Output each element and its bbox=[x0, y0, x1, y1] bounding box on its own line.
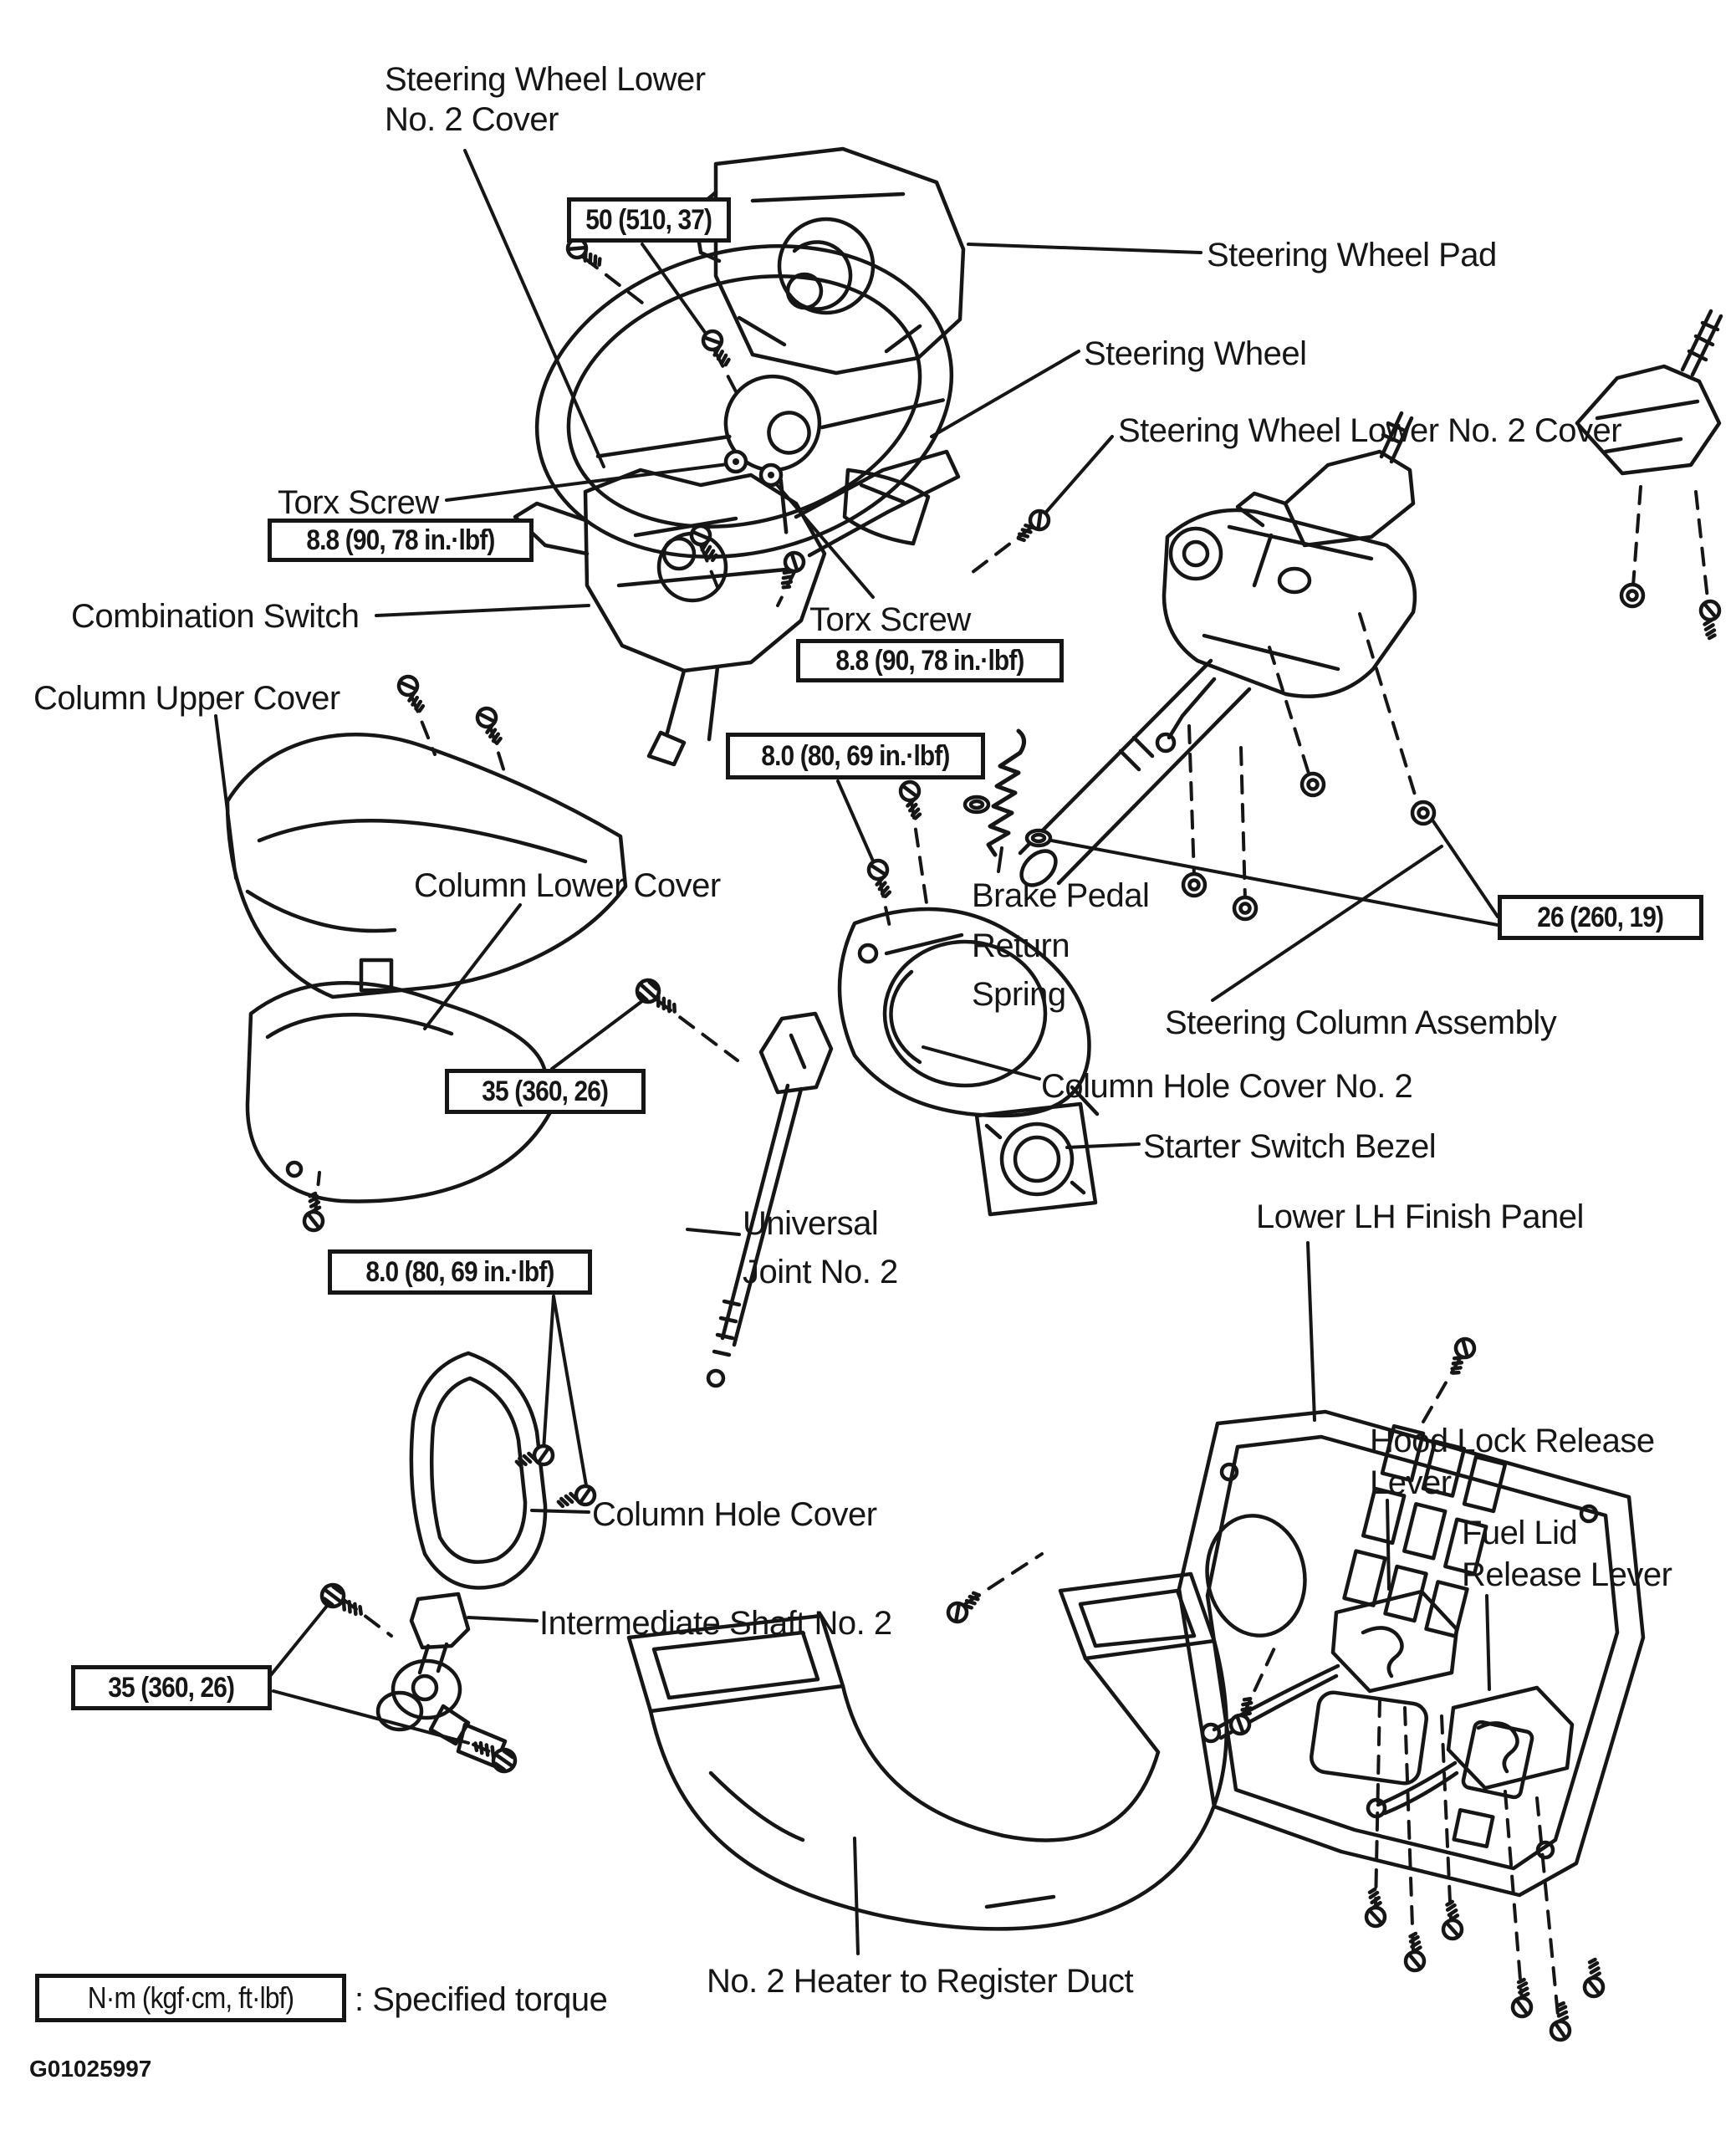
bolt-icon bbox=[318, 1581, 366, 1625]
label-brake-pedal-return-spring-line3: Spring bbox=[972, 976, 1066, 1013]
label-fuel-lid-release-lever-line2: Release Lever bbox=[1462, 1556, 1672, 1593]
label-combination-switch: Combination Switch bbox=[71, 598, 360, 635]
label-lower-lh-finish-panel: Lower LH Finish Panel bbox=[1256, 1198, 1584, 1235]
torque-spec-shaft-bolt-lower-value: 35 (360, 26) bbox=[108, 1671, 236, 1704]
label-no2-heater-to-register-duct: No. 2 Heater to Register Duct bbox=[707, 1963, 1134, 2000]
torque-spec-torx-screw-left-value: 8.8 (90, 78 in.·lbf) bbox=[306, 524, 495, 556]
screw-icon bbox=[1698, 600, 1720, 639]
screw-icon bbox=[1442, 1901, 1463, 1939]
torque-spec-column-nut: 26 (260, 19) bbox=[1498, 895, 1703, 940]
label-column-hole-cover-no2: Column Hole Cover No. 2 bbox=[1041, 1068, 1413, 1105]
screw-icon bbox=[475, 706, 504, 747]
torx-screw-icon bbox=[761, 465, 781, 485]
legend-description: : Specified torque bbox=[355, 1981, 608, 2018]
bolt-icon bbox=[633, 976, 681, 1022]
nut-icon bbox=[1621, 585, 1643, 606]
label-intermediate-shaft-no2: Intermediate Shaft No. 2 bbox=[539, 1605, 892, 1642]
legend-torque-box-value: N·m (kgf·cm, ft·lbf) bbox=[87, 1980, 294, 2015]
torque-spec-shaft-bolt-lower: 35 (360, 26) bbox=[71, 1665, 272, 1710]
label-starter-switch-bezel: Starter Switch Bezel bbox=[1143, 1128, 1437, 1165]
screw-icon bbox=[867, 859, 893, 899]
steering-wheel-lower-no2-cover-drawing bbox=[1575, 309, 1723, 476]
heater-duct-drawing bbox=[626, 1571, 1228, 1931]
screw-icon bbox=[1512, 1979, 1535, 2018]
label-column-hole-cover: Column Hole Cover bbox=[592, 1496, 877, 1533]
label-fuel-lid-release-lever-line1: Fuel Lid bbox=[1462, 1515, 1578, 1551]
screw-icon bbox=[900, 781, 923, 820]
nut-icon bbox=[1302, 774, 1324, 795]
steering-column-assembly-drawing bbox=[1018, 411, 1417, 887]
label-hood-lock-release-lever-line2: Lever bbox=[1370, 1464, 1452, 1501]
torque-spec-cover-screw-upper-value: 8.0 (80, 69 in.·lbf) bbox=[761, 739, 950, 772]
starter-switch-bezel-drawing bbox=[974, 1101, 1098, 1217]
torque-spec-torx-screw-left: 8.8 (90, 78 in.·lbf) bbox=[268, 519, 534, 562]
screw-icon bbox=[945, 1589, 986, 1625]
torque-spec-cover-screw-upper: 8.0 (80, 69 in.·lbf) bbox=[726, 733, 985, 779]
screw-icon bbox=[1012, 508, 1052, 544]
washer-icon bbox=[1027, 830, 1050, 846]
brake-pedal-return-spring-drawing bbox=[986, 728, 1026, 857]
column-lower-cover-drawing bbox=[245, 981, 553, 1203]
combination-switch-drawing bbox=[513, 449, 961, 767]
torque-spec-pad-bolt-value: 50 (510, 37) bbox=[585, 203, 713, 236]
screw-icon bbox=[700, 328, 733, 369]
steering-wheel-pad-drawing bbox=[692, 146, 966, 376]
label-steering-wheel: Steering Wheel bbox=[1084, 335, 1307, 372]
screw-icon bbox=[1228, 1695, 1260, 1736]
washer-icon bbox=[965, 797, 988, 812]
label-column-upper-cover: Column Upper Cover bbox=[33, 680, 340, 717]
label-universal-joint-line2: Joint No. 2 bbox=[743, 1254, 898, 1290]
label-brake-pedal-return-spring-line1: Brake Pedal bbox=[972, 877, 1150, 914]
fuel-lid-release-lever-drawing bbox=[1366, 1685, 1575, 1819]
label-brake-pedal-return-spring-line2: Return bbox=[972, 927, 1070, 964]
torque-spec-shaft-bolt-upper-value: 35 (360, 26) bbox=[482, 1075, 610, 1107]
label-steering-wheel-lower-no2-cover-top-line1: Steering Wheel Lower bbox=[385, 61, 706, 98]
lower-lh-finish-panel-drawing bbox=[1177, 1409, 1646, 1898]
label-universal-joint-line1: Universal bbox=[743, 1205, 879, 1242]
screw-icon bbox=[1584, 1959, 1606, 1997]
torque-spec-cover-screw-lower-value: 8.0 (80, 69 in.·lbf) bbox=[365, 1255, 554, 1288]
label-steering-wheel-lower-no2-cover-right: Steering Wheel Lower No. 2 Cover bbox=[1118, 412, 1622, 449]
leader-lines bbox=[214, 149, 1499, 1955]
label-steering-column-assembly: Steering Column Assembly bbox=[1165, 1004, 1557, 1041]
column-upper-cover-drawing bbox=[225, 733, 628, 999]
screw-icon bbox=[1550, 2002, 1574, 2041]
intermediate-shaft-drawing bbox=[375, 1592, 508, 1769]
screw-icon bbox=[1405, 1933, 1427, 1971]
column-hole-cover-drawing bbox=[409, 1351, 548, 1590]
label-hood-lock-release-lever-line1: Hood Lock Release bbox=[1370, 1423, 1655, 1459]
screw-icon bbox=[396, 674, 426, 715]
torque-spec-shaft-bolt-upper: 35 (360, 26) bbox=[445, 1069, 646, 1114]
figure-id: G01025997 bbox=[29, 2056, 152, 2082]
label-steering-wheel-lower-no2-cover-top-line2: No. 2 Cover bbox=[385, 101, 559, 138]
torx-screw-icon bbox=[726, 452, 746, 472]
legend-torque-box: N·m (kgf·cm, ft·lbf) bbox=[35, 1974, 346, 2022]
torque-spec-cover-screw-lower: 8.0 (80, 69 in.·lbf) bbox=[328, 1249, 592, 1295]
nut-icon bbox=[1234, 897, 1256, 919]
torque-spec-pad-bolt: 50 (510, 37) bbox=[567, 197, 731, 243]
nut-icon bbox=[1412, 802, 1434, 824]
label-torx-screw-right: Torx Screw bbox=[809, 601, 971, 638]
torque-spec-torx-screw-right: 8.8 (90, 78 in.·lbf) bbox=[796, 639, 1064, 682]
screw-icon bbox=[1443, 1336, 1478, 1377]
screw-icon bbox=[557, 1484, 596, 1509]
nut-icon bbox=[1183, 874, 1205, 896]
label-steering-wheel-pad: Steering Wheel Pad bbox=[1207, 237, 1497, 273]
column-hole-cover-no2-drawing bbox=[837, 907, 1100, 1118]
label-column-lower-cover: Column Lower Cover bbox=[414, 867, 721, 904]
label-torx-screw-left: Torx Screw bbox=[278, 484, 439, 521]
screw-icon bbox=[1366, 1889, 1386, 1927]
torque-spec-column-nut-value: 26 (260, 19) bbox=[1537, 901, 1665, 933]
universal-joint-drawing bbox=[706, 1011, 834, 1388]
torque-spec-torx-screw-right-value: 8.8 (90, 78 in.·lbf) bbox=[835, 644, 1024, 677]
